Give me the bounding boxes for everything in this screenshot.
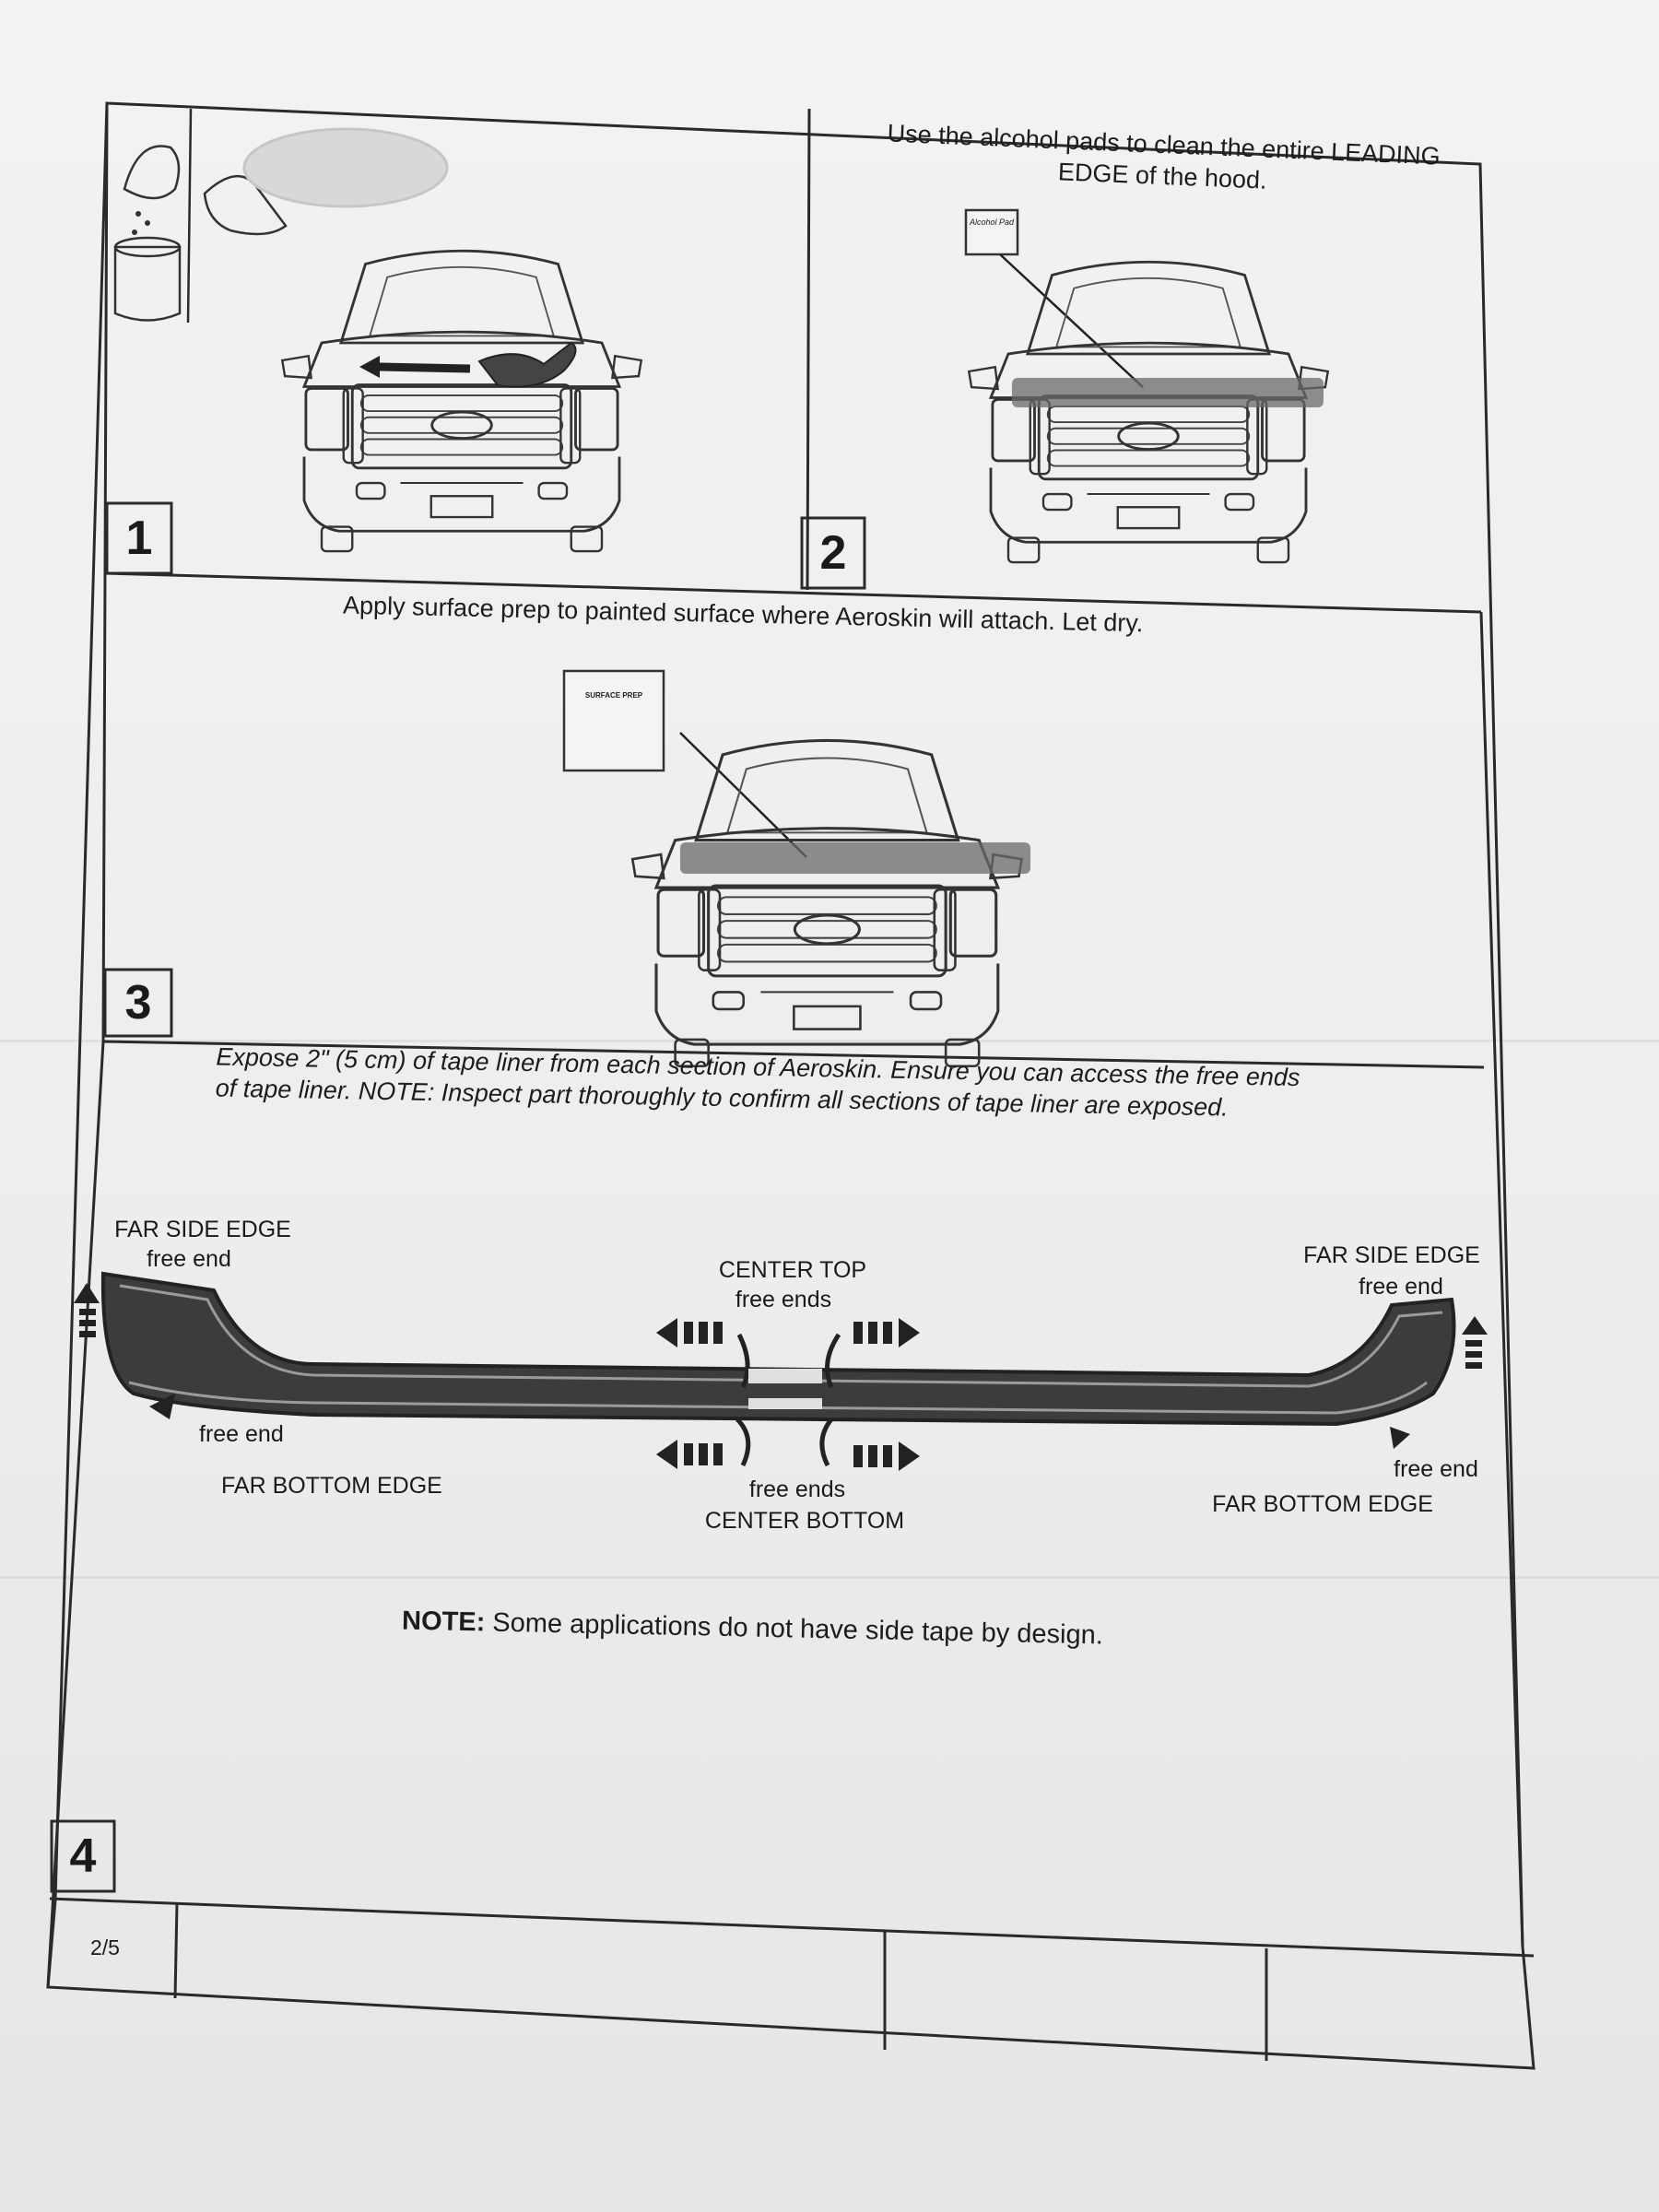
ford-logo-faint bbox=[242, 127, 449, 208]
note-prefix: NOTE: bbox=[401, 1606, 486, 1638]
surface-prep-label: SURFACE PREP bbox=[584, 691, 643, 700]
label-center-top-free-ends: free ends bbox=[735, 1287, 832, 1312]
leading-edge-highlight bbox=[1012, 378, 1324, 407]
label-free-end-left-side: free end bbox=[147, 1246, 231, 1272]
truck-illustration-2 bbox=[967, 260, 1330, 564]
painted-surface-highlight bbox=[680, 842, 1030, 874]
step-number-3: 3 bbox=[124, 976, 152, 1030]
label-free-end-left-bottom: free end bbox=[199, 1421, 284, 1447]
label-free-end-right-bottom: free end bbox=[1394, 1456, 1478, 1482]
truck-illustration-3 bbox=[630, 738, 1024, 1068]
step-number-1: 1 bbox=[125, 512, 153, 565]
peel-direction-arrows bbox=[74, 1283, 1488, 1471]
label-center-top: CENTER TOP bbox=[718, 1257, 867, 1283]
label-center-bottom: CENTER BOTTOM bbox=[704, 1508, 905, 1534]
label-far-bottom-edge-left: FAR BOTTOM EDGE bbox=[221, 1473, 442, 1499]
paper-fold bbox=[0, 1040, 1659, 1042]
step-number-4: 4 bbox=[69, 1830, 97, 1883]
alcohol-pad-icon bbox=[964, 208, 1019, 256]
label-far-side-edge-right: FAR SIDE EDGE bbox=[1303, 1242, 1480, 1268]
page-number: 2/5 bbox=[90, 1936, 120, 1959]
label-far-bottom-edge-right: FAR BOTTOM EDGE bbox=[1212, 1491, 1433, 1517]
step-number-2: 2 bbox=[819, 526, 847, 580]
aeroskin-shield-diagram bbox=[100, 1271, 1456, 1467]
wipe-hand-icon bbox=[113, 145, 288, 322]
label-free-end-right-side: free end bbox=[1359, 1274, 1443, 1300]
label-center-bottom-free-ends: free ends bbox=[748, 1477, 846, 1502]
truck-illustration-1 bbox=[280, 249, 643, 553]
paper-fold bbox=[0, 1576, 1659, 1579]
label-far-side-edge-left: FAR SIDE EDGE bbox=[114, 1217, 291, 1242]
wipe-arrow-icon bbox=[359, 341, 577, 388]
surface-prep-package-icon bbox=[562, 669, 665, 772]
alcohol-pad-label: Alcohol Pad bbox=[969, 218, 1015, 227]
